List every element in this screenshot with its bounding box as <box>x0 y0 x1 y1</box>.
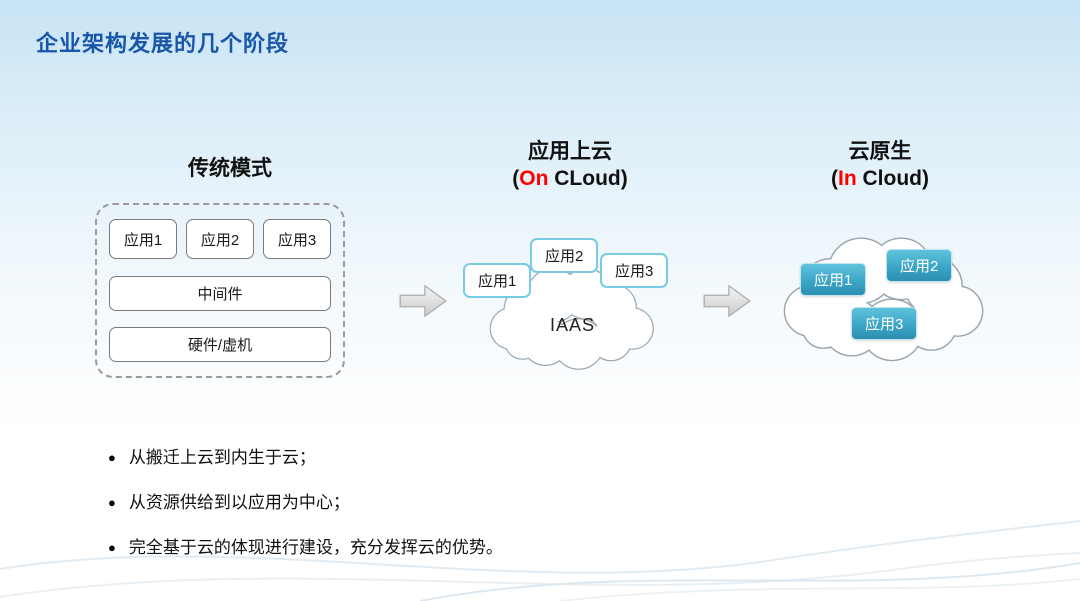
stage-heading-traditional: 传统模式 <box>130 155 330 182</box>
stage-heading-oncloud-label: 应用上云 <box>528 140 612 163</box>
right-arrow-icon <box>399 285 447 317</box>
middleware-box: 中间件 <box>109 275 331 311</box>
app-box-1: 应用1 <box>109 219 177 259</box>
cloud-native-cloud <box>772 222 997 372</box>
app-chip-oncloud-2: 应用2 <box>530 238 599 273</box>
cloud-icon <box>783 237 984 362</box>
app-box-3: 应用3 <box>263 219 331 259</box>
stage-heading-traditional-label: 传统模式 <box>188 157 272 180</box>
stage-heading-incloud-subtitle: (In Cloud) <box>831 167 929 190</box>
incloud-highlight: In <box>838 167 857 190</box>
traditional-stack: 应用1 应用2 应用3 中间件 硬件/虚机 <box>95 203 345 378</box>
bullet-item: 从搬迁上云到内生于云； <box>108 445 868 470</box>
stage-heading-incloud: 云原生 (In Cloud) <box>780 138 980 192</box>
traditional-app-row: 应用1 应用2 应用3 <box>109 219 331 259</box>
stage-heading-oncloud: 应用上云 (On CLoud) <box>470 138 670 192</box>
bullet-item: 完全基于云的体现进行建设，充分发挥云的优势。 <box>108 535 868 560</box>
bullet-item: 从资源供给到以应用为中心； <box>108 490 868 515</box>
oncloud-highlight: On <box>519 167 549 190</box>
app-box-2: 应用2 <box>186 219 254 259</box>
app-chip-oncloud-1: 应用1 <box>463 263 532 298</box>
app-chip-incloud-2: 应用2 <box>886 249 953 282</box>
page-title: 企业架构发展的几个阶段 <box>36 31 290 56</box>
app-chip-oncloud-3: 应用3 <box>600 253 669 288</box>
app-chip-incloud-3: 应用3 <box>851 307 918 340</box>
hardware-box: 硬件/虚机 <box>109 327 331 362</box>
iaas-cloud: IAAS <box>480 253 665 381</box>
right-arrow-icon <box>703 285 751 317</box>
bullet-list: 从搬迁上云到内生于云； 从资源供给到以应用为中心； 完全基于云的体现进行建设，充… <box>108 445 868 580</box>
iaas-label: IAAS <box>549 315 596 335</box>
stage-heading-incloud-label: 云原生 <box>848 140 912 163</box>
app-chip-incloud-1: 应用1 <box>800 263 867 296</box>
stage-heading-oncloud-subtitle: (On CLoud) <box>512 167 628 190</box>
